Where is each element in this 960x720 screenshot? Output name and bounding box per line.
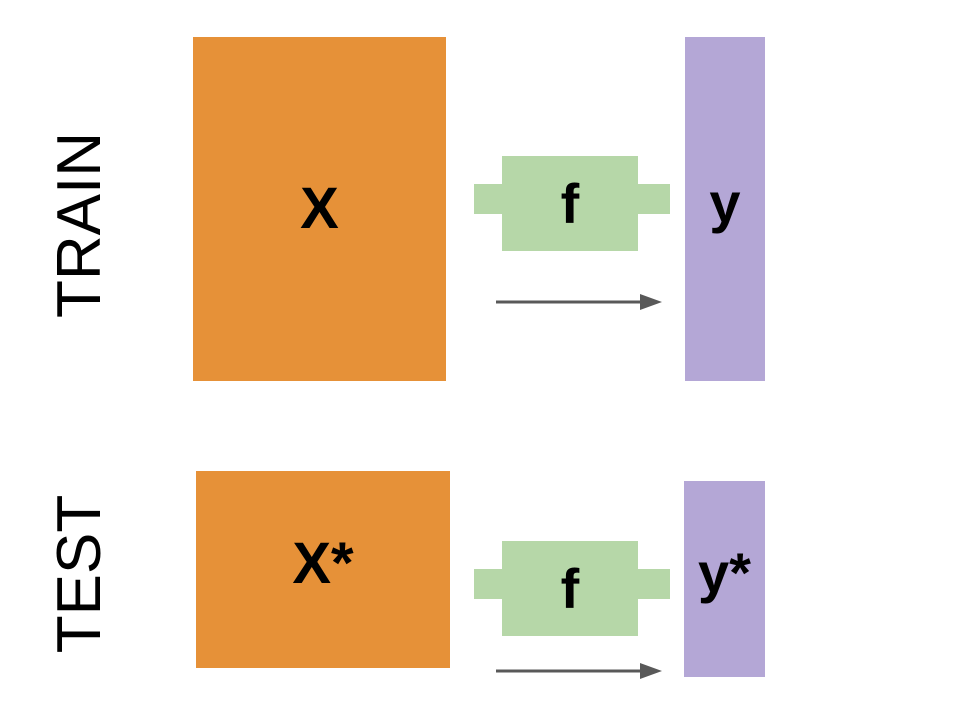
train-input-label: X bbox=[300, 176, 339, 241]
train-output-label: y bbox=[709, 171, 741, 234]
train-function-block-body bbox=[502, 156, 638, 251]
train-function-block-right-tab bbox=[634, 184, 670, 214]
train-arrow bbox=[496, 294, 662, 310]
test-output-box: y* bbox=[684, 481, 765, 677]
test-function-block: f bbox=[474, 541, 670, 636]
train-output-box: y bbox=[685, 37, 765, 381]
test-row-label: TEST bbox=[45, 494, 114, 654]
test-function-label: f bbox=[560, 556, 580, 620]
test-input-box: X* bbox=[196, 471, 450, 668]
test-output-label: y* bbox=[698, 541, 751, 604]
train-function-block: f bbox=[474, 156, 670, 251]
train-row-label: TRAIN bbox=[45, 132, 114, 318]
test-input-label: X* bbox=[292, 530, 354, 596]
train-function-label: f bbox=[560, 171, 580, 235]
test-arrow bbox=[496, 663, 662, 679]
test-function-block-right-tab bbox=[634, 569, 670, 599]
train-input-box: X bbox=[193, 37, 446, 381]
test-function-block-body bbox=[502, 541, 638, 636]
